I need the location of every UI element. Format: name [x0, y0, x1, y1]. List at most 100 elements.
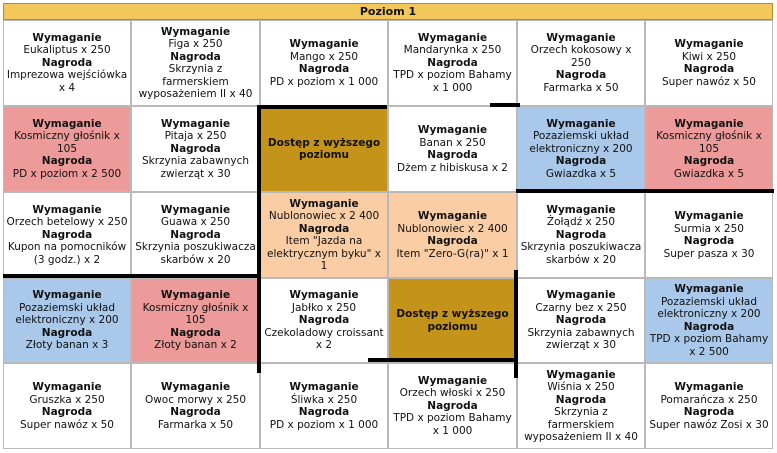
requirement-value: Orzech betelowy x 250 — [6, 216, 128, 229]
reward-value: Super nawóz Zosi x 30 — [649, 418, 769, 431]
requirement-heading: Wymaganie — [674, 381, 744, 393]
requirement-heading: Wymaganie — [289, 197, 359, 210]
reward-value: Skrzynia zabawnych zwierząt x 30 — [527, 326, 635, 352]
requirement-heading: Wymaganie — [32, 31, 102, 44]
requirement-value: Czarny bez x 250 — [535, 301, 627, 314]
reward-heading: Nagroda — [427, 399, 478, 412]
requirement-heading: Wymaganie — [160, 381, 231, 393]
reward-value: PD x poziom x 1 000 — [269, 418, 379, 431]
locked-cell: Dostęp z wyższego poziomu — [388, 278, 517, 363]
level-title: Poziom 1 — [3, 3, 773, 20]
reward-heading: Nagroda — [41, 326, 93, 339]
reward-value: Złoty banan x 2 — [154, 339, 237, 352]
locked-cell: Dostęp z wyższego poziomu — [260, 106, 388, 192]
requirement-heading: Wymaganie — [546, 289, 616, 302]
path-line — [516, 189, 774, 193]
reward-heading: Nagroda — [170, 228, 221, 241]
path-line — [257, 105, 387, 109]
reward-heading: Nagroda — [683, 406, 735, 418]
reward-heading: Nagroda — [683, 155, 735, 168]
reward-heading: Nagroda — [555, 228, 607, 241]
reward-value: Farmarka x 50 — [543, 81, 619, 94]
requirement-value: Kiwi x 250 — [681, 50, 737, 63]
requirement-heading: Wymaganie — [546, 203, 616, 216]
requirement-value: Wiśnia x 250 — [547, 381, 615, 393]
reward-heading: Nagroda — [298, 314, 350, 327]
requirement-heading: Wymaganie — [32, 381, 102, 393]
reward-value: Skrzynia poszukiwacza skarbów x 20 — [135, 241, 256, 266]
requirement-heading: Wymaganie — [417, 31, 488, 44]
reward-value: Skrzynia zabawnych zwierząt x 30 — [141, 155, 250, 180]
path-line — [3, 274, 260, 278]
reward-value: TPD x poziom Bahamy x 1 000 — [393, 412, 512, 437]
reward-heading: Nagroda — [41, 228, 93, 241]
reward-value: Skrzynia z farmerskiem wyposażeniem II x… — [524, 406, 638, 443]
reward-value: Super nawóz x 50 — [20, 418, 114, 431]
requirement-heading: Wymaganie — [674, 117, 744, 130]
reward-value: Item "Jazda na elektrycznym byku" x 1 — [267, 235, 381, 272]
locked-label: Dostęp z wyższego poziomu — [267, 136, 381, 162]
reward-value: Farmarka x 50 — [157, 418, 234, 431]
requirement-value: Nublonowiec x 2 400 — [397, 222, 508, 235]
reward-heading: Nagroda — [555, 314, 607, 327]
locked-label: Dostęp z wyższego poziomu — [396, 308, 509, 333]
requirement-heading: Wymaganie — [417, 374, 488, 387]
requirement-heading: Wymaganie — [546, 368, 616, 381]
requirement-value: Orzech kokosowy x 250 — [530, 44, 632, 69]
requirement-heading: Wymaganie — [32, 203, 102, 216]
path-line — [257, 105, 261, 373]
reward-value: Kupon na pomocników (3 godz.) x 2 — [7, 241, 127, 266]
requirement-heading: Wymaganie — [674, 283, 744, 295]
reward-value: PD x poziom x 1 000 — [269, 75, 379, 88]
reward-value: Super pasza x 30 — [663, 247, 755, 260]
requirement-value: Mandarynka x 250 — [403, 44, 502, 57]
reward-value: Gwiazdka x 5 — [545, 167, 617, 180]
reward-heading: Nagroda — [298, 406, 350, 418]
requirement-heading: Wymaganie — [289, 381, 359, 393]
reward-value: Item "Zero-G(ra)" x 1 — [396, 247, 509, 260]
requirement-heading: Wymaganie — [32, 289, 102, 302]
requirement-value: Orzech włoski x 250 — [399, 387, 506, 400]
requirement-heading: Wymaganie — [289, 289, 359, 302]
requirement-value: Mango x 250 — [289, 50, 359, 63]
reward-heading: Nagroda — [170, 326, 221, 339]
requirement-heading: Wymaganie — [160, 25, 231, 38]
requirement-value: Kosmiczny głośnik x 105 — [14, 130, 120, 155]
requirement-heading: Wymaganie — [674, 210, 744, 222]
reward-heading: Nagroda — [170, 142, 221, 155]
path-line — [514, 270, 518, 378]
reward-heading: Nagroda — [170, 406, 221, 418]
requirement-value: Figa x 250 — [168, 38, 223, 50]
reward-heading: Nagroda — [41, 406, 93, 418]
reward-heading: Nagroda — [298, 222, 350, 235]
reward-value: Super nawóz x 50 — [662, 75, 756, 88]
requirement-heading: Wymaganie — [32, 117, 102, 130]
requirement-value: Pitaja x 250 — [164, 130, 227, 143]
reward-value: Skrzynia z farmerskiem wyposażeniem II x… — [138, 63, 253, 100]
requirement-heading: Wymaganie — [546, 31, 616, 44]
requirement-heading: Wymaganie — [160, 203, 231, 216]
requirement-value: Nublonowiec x 2 400 — [268, 210, 380, 222]
path-line — [368, 358, 516, 362]
